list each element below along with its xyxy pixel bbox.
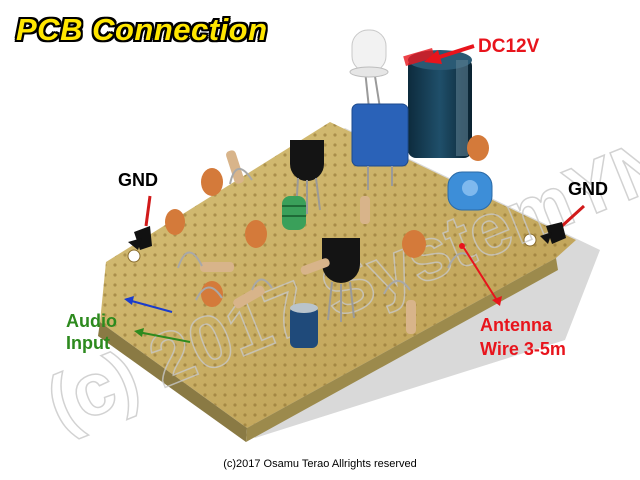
antenna-label-line2: Wire 3-5m [480,339,566,359]
gnd-left-arrow [128,195,152,250]
audio-input-arrows [124,296,191,343]
annotation-arrows [124,44,586,343]
audio-input-label-line2: Input [66,333,110,353]
electrolytic-capacitor-large [408,50,472,158]
audio-input-label-line1: Audio [66,311,117,331]
page-title: PCB Connection [16,12,268,47]
transistor-1 [290,140,324,214]
transistor-2 [322,238,360,322]
variable-coil [447,171,493,211]
dc12v-arrow [403,44,475,66]
led [349,29,389,119]
antenna-label-line1: Antenna [480,315,552,335]
gnd-left-label: GND [118,170,158,190]
mount-hole-left [127,249,141,263]
copyright-text: (c)2017 Osamu Terao Allrights reserved [223,458,417,470]
electrolytic-capacitor-small [290,303,318,348]
components [165,29,493,348]
gnd-right-arrow [540,204,586,244]
component-leads [177,168,475,301]
gnd-right-label: GND [568,179,608,199]
film-capacitor [351,103,409,190]
mount-hole-right [523,233,537,247]
dc12v-label: DC12V [478,36,540,57]
inductor [282,196,306,230]
resistors [200,150,416,334]
antenna-arrow [459,243,502,306]
